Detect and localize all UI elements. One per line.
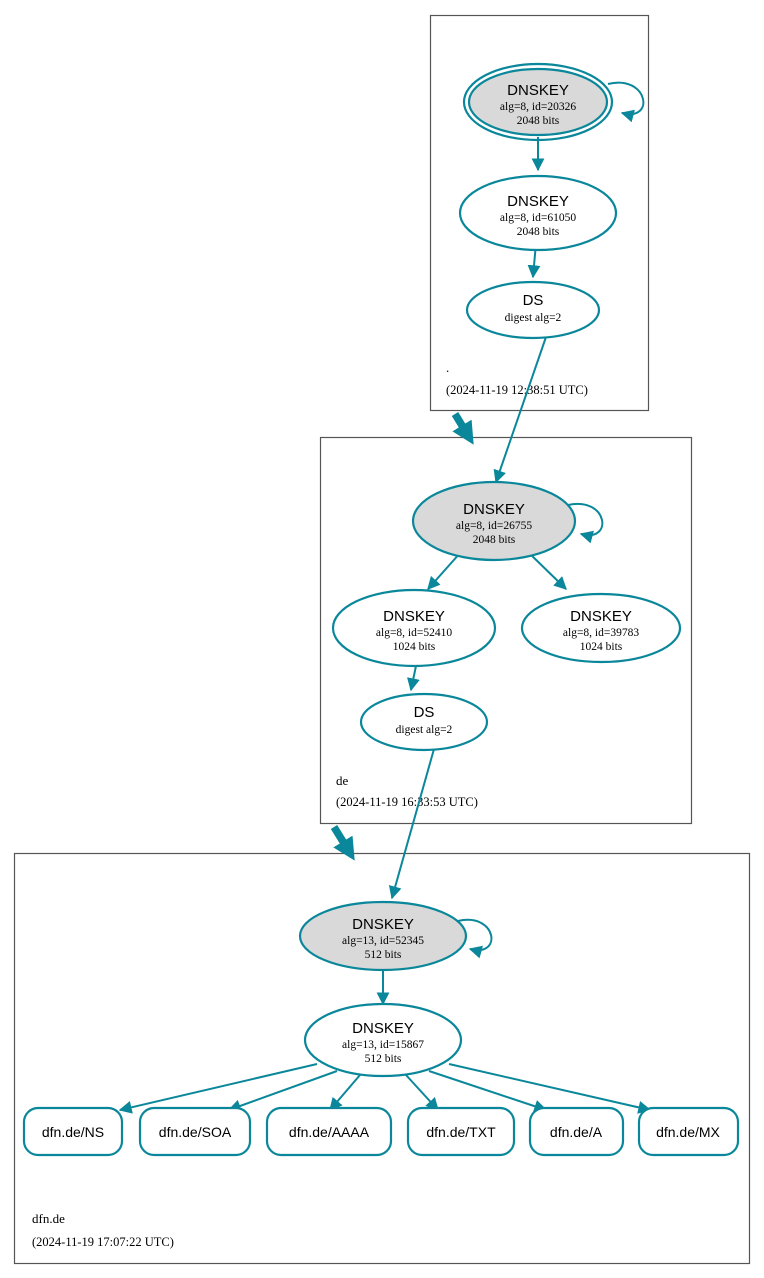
rrset-box-ns[interactable]: [22, 1106, 124, 1157]
node-de-zsk-2-line2: alg=8, id=39783: [563, 627, 639, 639]
zone-label-root-time: (2024-11-19 12:38:51 UTC): [446, 383, 588, 397]
edge-ds-de-to-de-ksk: [493, 336, 547, 484]
node-de-ds-dfn-title: DS: [414, 704, 435, 721]
node-dfn-ksk-line2: alg=13, id=52345: [342, 935, 424, 947]
node-root-ksk[interactable]: [467, 67, 609, 137]
rrset-label-a: dfn.de/A: [550, 1124, 603, 1140]
node-de-ksk[interactable]: [411, 480, 577, 562]
edge-dfn-zsk-to-rr-mx: [448, 1063, 652, 1114]
edge-dfn-zsk-to-rr-ns: [118, 1063, 318, 1114]
node-de-ds-dfn[interactable]: [359, 692, 489, 752]
node-dfn-ksk-line3: 512 bits: [365, 949, 402, 961]
node-dfn-zsk-line2: alg=13, id=15867: [342, 1039, 424, 1051]
zone-label-dfnde-name: dfn.de: [32, 1211, 65, 1226]
node-de-ds-dfn-line2: digest alg=2: [396, 724, 453, 736]
node-de-zsk-1[interactable]: [331, 588, 497, 668]
edge-de-ksk-to-zsk-2: [527, 551, 567, 590]
rrset-box-soa[interactable]: [138, 1106, 252, 1157]
zone-label-dfnde-time: (2024-11-19 17:07:22 UTC): [32, 1235, 174, 1249]
node-de-ksk-line2: alg=8, id=26755: [456, 520, 532, 532]
node-de-zsk-2-title: DNSKEY: [570, 608, 632, 625]
edge-dfn-zsk-to-rr-aaaa: [329, 1074, 361, 1111]
node-de-ksk-line3: 2048 bits: [473, 534, 516, 546]
node-dfn-zsk-title: DNSKEY: [352, 1020, 414, 1037]
node-root-zsk-title: DNSKEY: [507, 193, 569, 210]
rrset-label-mx: dfn.de/MX: [656, 1124, 720, 1140]
node-root-ksk-line3: 2048 bits: [517, 115, 560, 127]
rrset-box-mx[interactable]: [637, 1106, 740, 1157]
node-de-ksk-title: DNSKEY: [463, 501, 525, 518]
zone-label-de-time: (2024-11-19 16:33:53 UTC): [336, 795, 478, 809]
zone-label-de-name: de: [336, 773, 349, 788]
node-de-zsk-2-line3: 1024 bits: [580, 641, 623, 653]
edge-de-ksk-to-zsk-1: [427, 551, 462, 590]
node-de-zsk-1-title: DNSKEY: [383, 608, 445, 625]
node-dfn-zsk[interactable]: [303, 1002, 463, 1078]
edge-ds-dfn-to-dfn-ksk: [388, 748, 435, 900]
node-dfn-ksk[interactable]: [298, 900, 468, 972]
edge-dfn-ksk-selfsign: [457, 918, 493, 959]
rrset-label-ns: dfn.de/NS: [42, 1124, 104, 1140]
node-root-ksk-anchor-ring: [462, 62, 614, 142]
node-de-zsk-1-line2: alg=8, id=52410: [376, 627, 452, 639]
edge-dfn-zsk-to-rr-txt: [405, 1074, 439, 1111]
rrset-label-txt: dfn.de/TXT: [426, 1124, 496, 1140]
node-root-ds-de[interactable]: [465, 280, 601, 340]
rrset-box-txt[interactable]: [406, 1106, 516, 1157]
edge-dfn-zsk-to-rr-soa: [227, 1070, 338, 1113]
node-root-zsk-line3: 2048 bits: [517, 226, 560, 238]
edge-delegation-de-to-dfnde: [330, 825, 355, 861]
zone-label-root-name: .: [446, 360, 449, 375]
edge-root-ksk-selfsign: [607, 81, 645, 123]
rrset-box-a[interactable]: [528, 1106, 625, 1157]
edge-delegation-root-to-de: [451, 412, 474, 445]
node-root-ksk-title: DNSKEY: [507, 82, 569, 99]
edge-dfn-zsk-to-rr-a: [428, 1070, 548, 1113]
node-de-zsk-2[interactable]: [520, 592, 682, 664]
rrset-label-soa: dfn.de/SOA: [159, 1124, 232, 1140]
node-dfn-zsk-line3: 512 bits: [365, 1053, 402, 1065]
node-root-ksk-line2: alg=8, id=20326: [500, 101, 576, 113]
node-root-zsk-line2: alg=8, id=61050: [500, 212, 576, 224]
rrset-box-aaaa[interactable]: [265, 1106, 393, 1157]
node-root-zsk[interactable]: [458, 174, 618, 252]
edge-de-ksk-selfsign: [567, 502, 604, 544]
node-root-ds-de-title: DS: [523, 292, 544, 309]
rrset-label-aaaa: dfn.de/AAAA: [289, 1124, 370, 1140]
node-root-ds-de-line2: digest alg=2: [505, 312, 562, 324]
node-de-zsk-1-line3: 1024 bits: [393, 641, 436, 653]
node-dfn-ksk-title: DNSKEY: [352, 916, 414, 933]
